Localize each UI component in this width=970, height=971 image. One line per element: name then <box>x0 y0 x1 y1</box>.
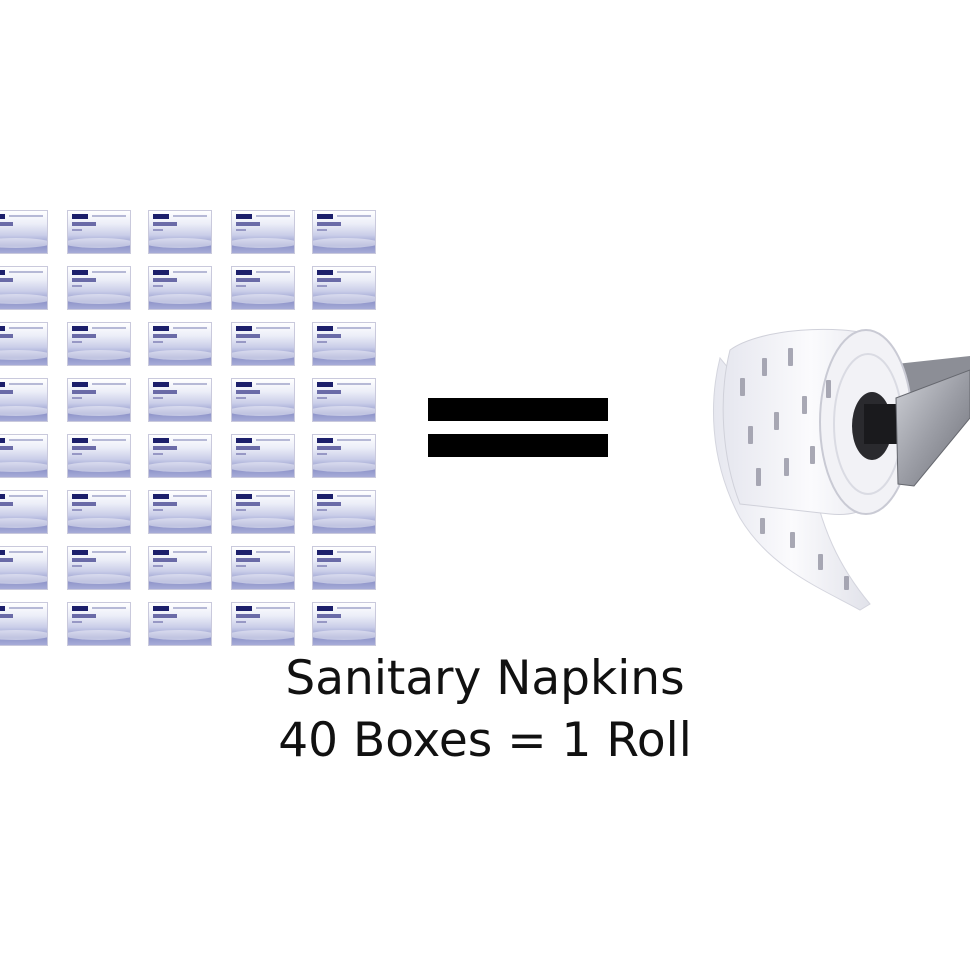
napkin-box-icon <box>312 378 376 422</box>
equals-bar-top <box>428 398 608 421</box>
napkin-box-icon <box>67 378 131 422</box>
napkin-box-icon <box>148 434 212 478</box>
napkin-box-icon <box>67 322 131 366</box>
napkin-box-grid <box>0 0 400 660</box>
napkin-box-icon <box>0 378 48 422</box>
napkin-box-icon <box>231 210 295 254</box>
napkin-box-icon <box>67 546 131 590</box>
napkin-box-icon <box>312 546 376 590</box>
napkin-box-icon <box>312 602 376 646</box>
roll-graphic <box>713 328 970 611</box>
napkin-box-icon <box>231 266 295 310</box>
napkin-box-icon <box>67 210 131 254</box>
napkin-box-icon <box>0 490 48 534</box>
napkin-box-icon <box>0 602 48 646</box>
napkin-box-icon <box>312 434 376 478</box>
napkin-box-icon <box>148 266 212 310</box>
napkin-box-icon <box>231 434 295 478</box>
toilet-roll-icon <box>700 318 970 618</box>
caption-line-1: Sanitary Napkins <box>285 651 685 706</box>
napkin-box-icon <box>148 546 212 590</box>
napkin-box-icon <box>67 490 131 534</box>
caption-line-2: 40 Boxes = 1 Roll <box>278 713 692 768</box>
napkin-box-icon <box>231 602 295 646</box>
equals-sign-icon <box>428 398 608 458</box>
napkin-box-icon <box>231 490 295 534</box>
napkin-box-icon <box>0 322 48 366</box>
napkin-box-icon <box>148 490 212 534</box>
napkin-box-icon <box>0 266 48 310</box>
napkin-box-icon <box>67 266 131 310</box>
napkin-box-icon <box>312 266 376 310</box>
holder-arm <box>895 369 970 487</box>
napkin-box-icon <box>0 434 48 478</box>
equals-bar-bottom <box>428 434 608 457</box>
caption: Sanitary Napkins 40 Boxes = 1 Roll <box>0 648 970 772</box>
napkin-box-icon <box>148 210 212 254</box>
napkin-box-icon <box>67 602 131 646</box>
napkin-box-icon <box>312 322 376 366</box>
napkin-box-icon <box>231 378 295 422</box>
napkin-box-icon <box>312 210 376 254</box>
napkin-box-icon <box>0 546 48 590</box>
napkin-box-icon <box>231 322 295 366</box>
napkin-box-icon <box>148 602 212 646</box>
roll-print-marks <box>740 348 849 590</box>
napkin-box-icon <box>148 378 212 422</box>
napkin-box-icon <box>0 210 48 254</box>
napkin-box-icon <box>312 490 376 534</box>
napkin-box-icon <box>67 434 131 478</box>
napkin-box-icon <box>148 322 212 366</box>
napkin-box-icon <box>231 546 295 590</box>
